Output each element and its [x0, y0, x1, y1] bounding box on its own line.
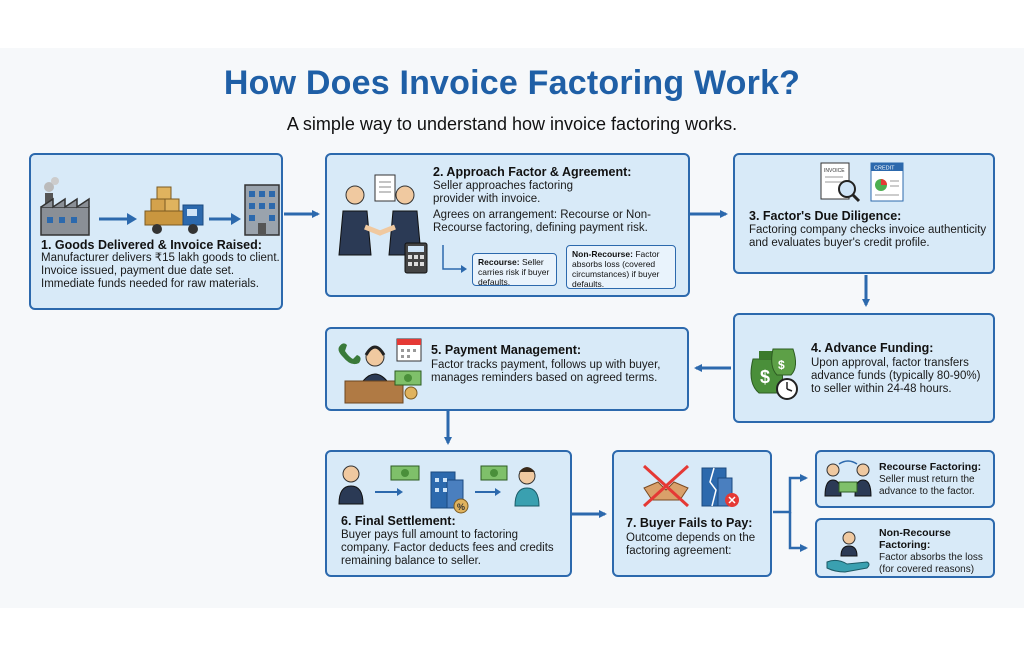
outcome-recourse-heading: Recourse Factoring:	[879, 461, 982, 473]
broken-handshake-icon	[642, 464, 690, 508]
cash-icon	[394, 370, 422, 400]
outcome-nonrecourse-icons	[826, 531, 870, 573]
recourse-note: Recourse: Seller carries risk if buyer d…	[472, 253, 557, 287]
step-2-text-2: Agrees on arrangement: Recourse or Non-R…	[433, 209, 651, 234]
step-1-icons	[40, 177, 280, 236]
businessman-icon	[338, 465, 364, 505]
cash-icon	[838, 481, 858, 493]
credit-report-icon: CREDIT	[870, 162, 904, 202]
hand-coin-icon	[826, 531, 870, 573]
step-7-heading: 7. Buyer Fails to Pay:	[626, 516, 753, 530]
step-7-icons	[642, 464, 739, 508]
step-6-box: % 6. Final Settlement: Buyer pays full a…	[325, 450, 572, 577]
step-1-heading: 1. Goods Delivered & Invoice Raised:	[41, 238, 262, 252]
call-center-agent-icon	[338, 343, 404, 404]
step-2-heading: 2. Approach Factor & Agreement:	[433, 165, 632, 179]
step-7-text: Outcome depends on the factoring agreeme…	[626, 532, 756, 557]
step-3-icons: INVOICE CREDIT	[820, 162, 904, 203]
handshake-icon	[338, 185, 422, 256]
step-1-box: 1. Goods Delivered & Invoice Raised: Man…	[29, 153, 283, 310]
outcome-recourse-icons	[824, 460, 872, 497]
non-recourse-note-text: Factor absorbs loss (covered circumstanc…	[572, 249, 660, 289]
cash-icon	[390, 465, 420, 481]
outcome-nonrecourse-box: Non-Recourse Factoring: Factor absorbs t…	[815, 518, 995, 578]
step-6-text: Buyer pays full amount to factoring comp…	[341, 529, 554, 567]
page-subtitle: A simple way to understand how invoice f…	[286, 114, 738, 134]
step-5-heading: 5. Payment Management:	[431, 343, 582, 357]
recourse-note-text: Seller carries risk if buyer defaults.	[478, 257, 550, 287]
svg-text:$: $	[760, 367, 770, 387]
money-bags-icon: $ $	[750, 348, 797, 394]
step-4-text: Upon approval, factor transfers advance …	[811, 357, 981, 395]
office-building-icon	[244, 184, 280, 236]
page-title: How Does Invoice Factoring Work?	[223, 64, 801, 102]
arrow-7-to-nonrecourse	[788, 512, 808, 552]
clock-icon	[776, 378, 798, 400]
step-2-icons	[338, 174, 428, 274]
building-alert-icon	[701, 467, 739, 507]
step-6-icons: %	[338, 465, 540, 514]
step-1-text: Manufacturer delivers ₹15 lakh goods to …	[41, 252, 280, 290]
outcome-nonrecourse-text: Factor absorbs the loss (for covered rea…	[879, 552, 983, 575]
calendar-icon	[396, 338, 422, 362]
invoice-magnifier-icon: INVOICE	[820, 162, 861, 203]
step-2-branch-connector	[442, 245, 467, 273]
office-building-icon: %	[430, 471, 469, 514]
outcome-nonrecourse-heading: Non-Recourse Factoring:	[879, 527, 951, 551]
step-5-box: 5. Payment Management: Factor tracks pay…	[325, 327, 689, 411]
factory-icon	[40, 177, 90, 236]
step-6-heading: 6. Final Settlement:	[341, 514, 456, 528]
non-recourse-note: Non-Recourse: Factor absorbs loss (cover…	[566, 245, 676, 289]
step-5-text: Factor tracks payment, follows up with b…	[431, 359, 661, 384]
svg-text:%: %	[457, 502, 465, 512]
step-2-text-1: Seller approaches factoring provider wit…	[433, 180, 573, 205]
step-2-box: 2. Approach Factor & Agreement: Seller a…	[325, 153, 690, 297]
invoice-label: INVOICE	[824, 168, 845, 174]
document-icon	[374, 174, 396, 202]
recourse-note-label: Recourse:	[478, 257, 520, 267]
step-4-heading: 4. Advance Funding:	[811, 341, 934, 355]
non-recourse-note-label: Non-Recourse:	[572, 249, 633, 259]
step-3-text: Factoring company checks invoice authent…	[749, 224, 987, 249]
buyer-icon	[514, 467, 540, 507]
step-5-icons	[338, 338, 422, 404]
step-3-heading: 3. Factor's Due Diligence:	[749, 209, 902, 223]
outcome-recourse-text: Seller must return the advance to the fa…	[879, 474, 975, 497]
step-4-box: $ $ 4. Advance Funding: Upon approval, f…	[733, 313, 995, 423]
outcome-recourse-box: Recourse Factoring: Seller must return t…	[815, 450, 995, 508]
svg-text:$: $	[778, 358, 785, 372]
delivery-truck-icon	[144, 186, 204, 234]
calculator-icon	[404, 242, 428, 274]
credit-label: CREDIT	[874, 166, 895, 172]
step-3-box: INVOICE CREDIT 3. Factor's Due Diligence…	[733, 153, 995, 274]
step-7-box: 7. Buyer Fails to Pay: Outcome depends o…	[612, 450, 772, 577]
step-4-icons: $ $	[750, 348, 798, 400]
arrow-7-to-recourse	[773, 474, 808, 514]
cash-icon	[480, 465, 508, 481]
